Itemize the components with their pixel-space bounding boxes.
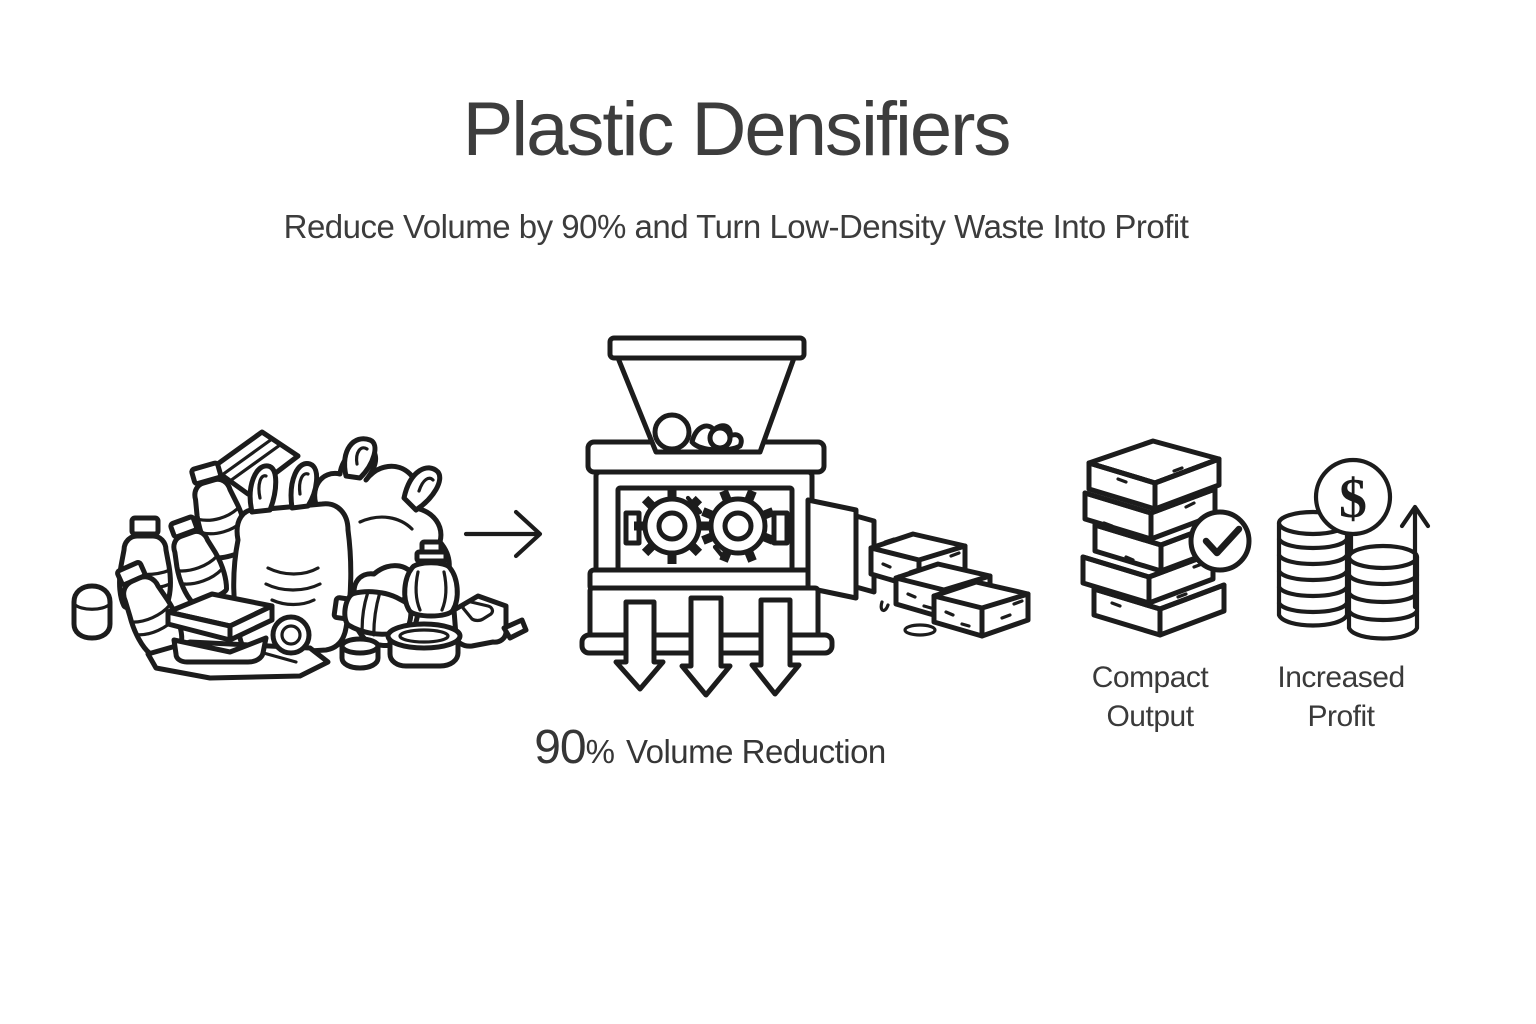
page-subtitle: Reduce Volume by 90% and Turn Low-Densit… — [283, 208, 1189, 245]
increased-profit-label-line1: Increased — [1277, 661, 1405, 694]
arrow-down-icons — [613, 595, 802, 698]
bale-stack — [1083, 438, 1225, 635]
increased-profit-label-line2: Profit — [1307, 700, 1375, 733]
volume-stat-label: Volume Reduction — [625, 733, 886, 770]
dollar-symbol: $ — [1339, 468, 1367, 530]
hopper — [607, 335, 807, 455]
round-tub — [71, 583, 113, 641]
round-lid — [270, 614, 312, 656]
increased-profit-illustration: $ — [1255, 445, 1435, 655]
food-container — [165, 591, 275, 665]
page-title: Plastic Densifiers — [462, 87, 1012, 172]
gear-icon — [634, 488, 710, 564]
volume-stat-percent: % — [585, 733, 615, 770]
arrow-up-icon — [1399, 504, 1431, 610]
densifier-machine-illustration — [560, 330, 1040, 730]
arrow-right-icon — [458, 498, 558, 568]
plastic-waste-pile-illustration — [60, 400, 540, 720]
plastic-scrap — [501, 617, 529, 641]
increased-profit-label: Increased Profit — [1246, 658, 1436, 736]
round-tub — [385, 621, 463, 669]
bottle-cap — [339, 636, 381, 671]
compressed-bales — [871, 534, 1028, 636]
volume-stat-value: 90 — [534, 721, 586, 774]
bottle — [331, 589, 414, 637]
machine-slot — [771, 510, 790, 546]
bottle — [168, 514, 230, 605]
jug — [402, 539, 460, 619]
compact-output-label-line2: Output — [1106, 700, 1194, 733]
compact-output-label-line1: Compact — [1091, 661, 1209, 694]
carton-box — [209, 429, 301, 497]
dollar-icon: $ — [1313, 457, 1393, 537]
check-icon — [1188, 509, 1252, 573]
compact-output-illustration — [1070, 425, 1270, 665]
volume-reduction-caption: 90% Volume Reduction — [440, 720, 980, 775]
gear-icon — [701, 489, 775, 563]
compact-output-label: Compact Output — [1055, 658, 1245, 736]
